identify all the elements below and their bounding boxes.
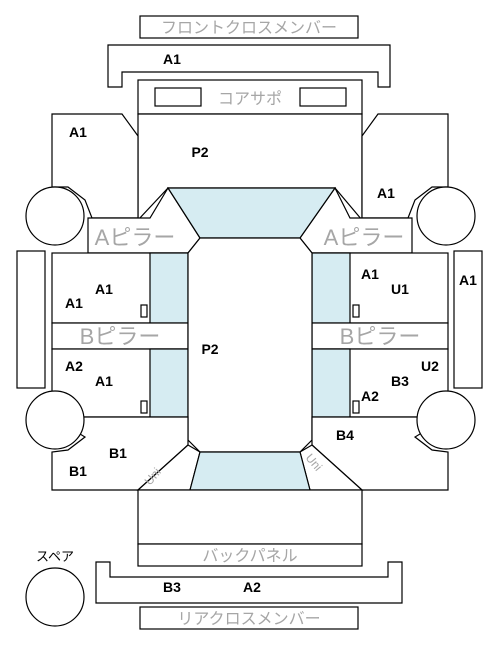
right-rear-door-mid-code: B3 <box>391 373 409 389</box>
back-panel-label: バックパネル <box>202 547 297 565</box>
front-member-code: A1 <box>163 51 181 67</box>
right-sill-code: A1 <box>459 272 477 288</box>
right-front-door-inner-code: A1 <box>361 266 379 282</box>
trunk-panel <box>137 489 363 545</box>
a-pillar-right-label: Aピラー <box>324 225 405 250</box>
front-cross-member-label: フロントクロスメンバー <box>161 19 337 37</box>
roof-code: P2 <box>201 341 218 357</box>
front-right-wheel <box>416 186 476 246</box>
rear-cross-member-box <box>139 606 359 630</box>
left-rear-door-upper-code: A2 <box>65 358 83 374</box>
rear-member-right-code: A2 <box>243 579 261 595</box>
spare-tire <box>25 567 85 627</box>
back-panel <box>137 543 363 567</box>
left-front-window <box>149 252 189 324</box>
rear-right-wheel <box>416 390 476 450</box>
right-rear-door-outer-code: U2 <box>421 358 439 374</box>
front-left-wheel <box>25 186 85 246</box>
right-rear-door-inner-code: A2 <box>361 388 379 404</box>
front-right-fender-code: A1 <box>377 185 395 201</box>
b-pillar-right <box>311 322 449 350</box>
rear-member-panel <box>95 561 403 604</box>
left-rear-door-handle <box>140 400 148 414</box>
front-cross-member-box <box>139 15 359 39</box>
left-quarter-inner-code: B1 <box>109 445 127 461</box>
left-rear-quarter <box>49 416 189 491</box>
left-rear-door-lower-code: A1 <box>95 373 113 389</box>
rear-cross-member-label: リアクロスメンバー <box>177 610 320 628</box>
front-left-fender-code: A1 <box>69 124 87 140</box>
right-front-door-handle <box>352 304 360 318</box>
core-support-label: コアサポ <box>218 90 282 108</box>
left-rear-window <box>149 348 189 418</box>
right-rear-quarter <box>311 416 451 491</box>
b-pillar-left-label: Bピラー <box>80 324 161 349</box>
left-sill <box>16 250 46 389</box>
left-front-door-handle <box>140 304 148 318</box>
spare-label: スペア <box>36 549 74 564</box>
front-member-panel <box>107 44 391 88</box>
left-front-door-upper-code: A1 <box>95 281 113 297</box>
left-quarter-outer-code: B1 <box>69 463 87 479</box>
rear-member-left-code: B3 <box>163 579 181 595</box>
core-support-right-slot <box>299 87 347 107</box>
left-front-door-lower-code: A1 <box>65 295 83 311</box>
right-front-window <box>311 252 351 324</box>
right-rear-door-handle <box>352 400 360 414</box>
rear-left-wheel <box>25 390 85 450</box>
right-rear-window <box>311 348 351 418</box>
core-support-left-slot <box>154 87 202 107</box>
a-pillar-left-label: Aピラー <box>95 225 176 250</box>
b-pillar-right-label: Bピラー <box>340 324 421 349</box>
rear-window <box>189 451 311 491</box>
right-front-door-outer-code: U1 <box>391 281 409 297</box>
hood-code: P2 <box>191 144 208 160</box>
right-sill <box>453 250 483 389</box>
right-quarter-code: B4 <box>336 427 354 443</box>
